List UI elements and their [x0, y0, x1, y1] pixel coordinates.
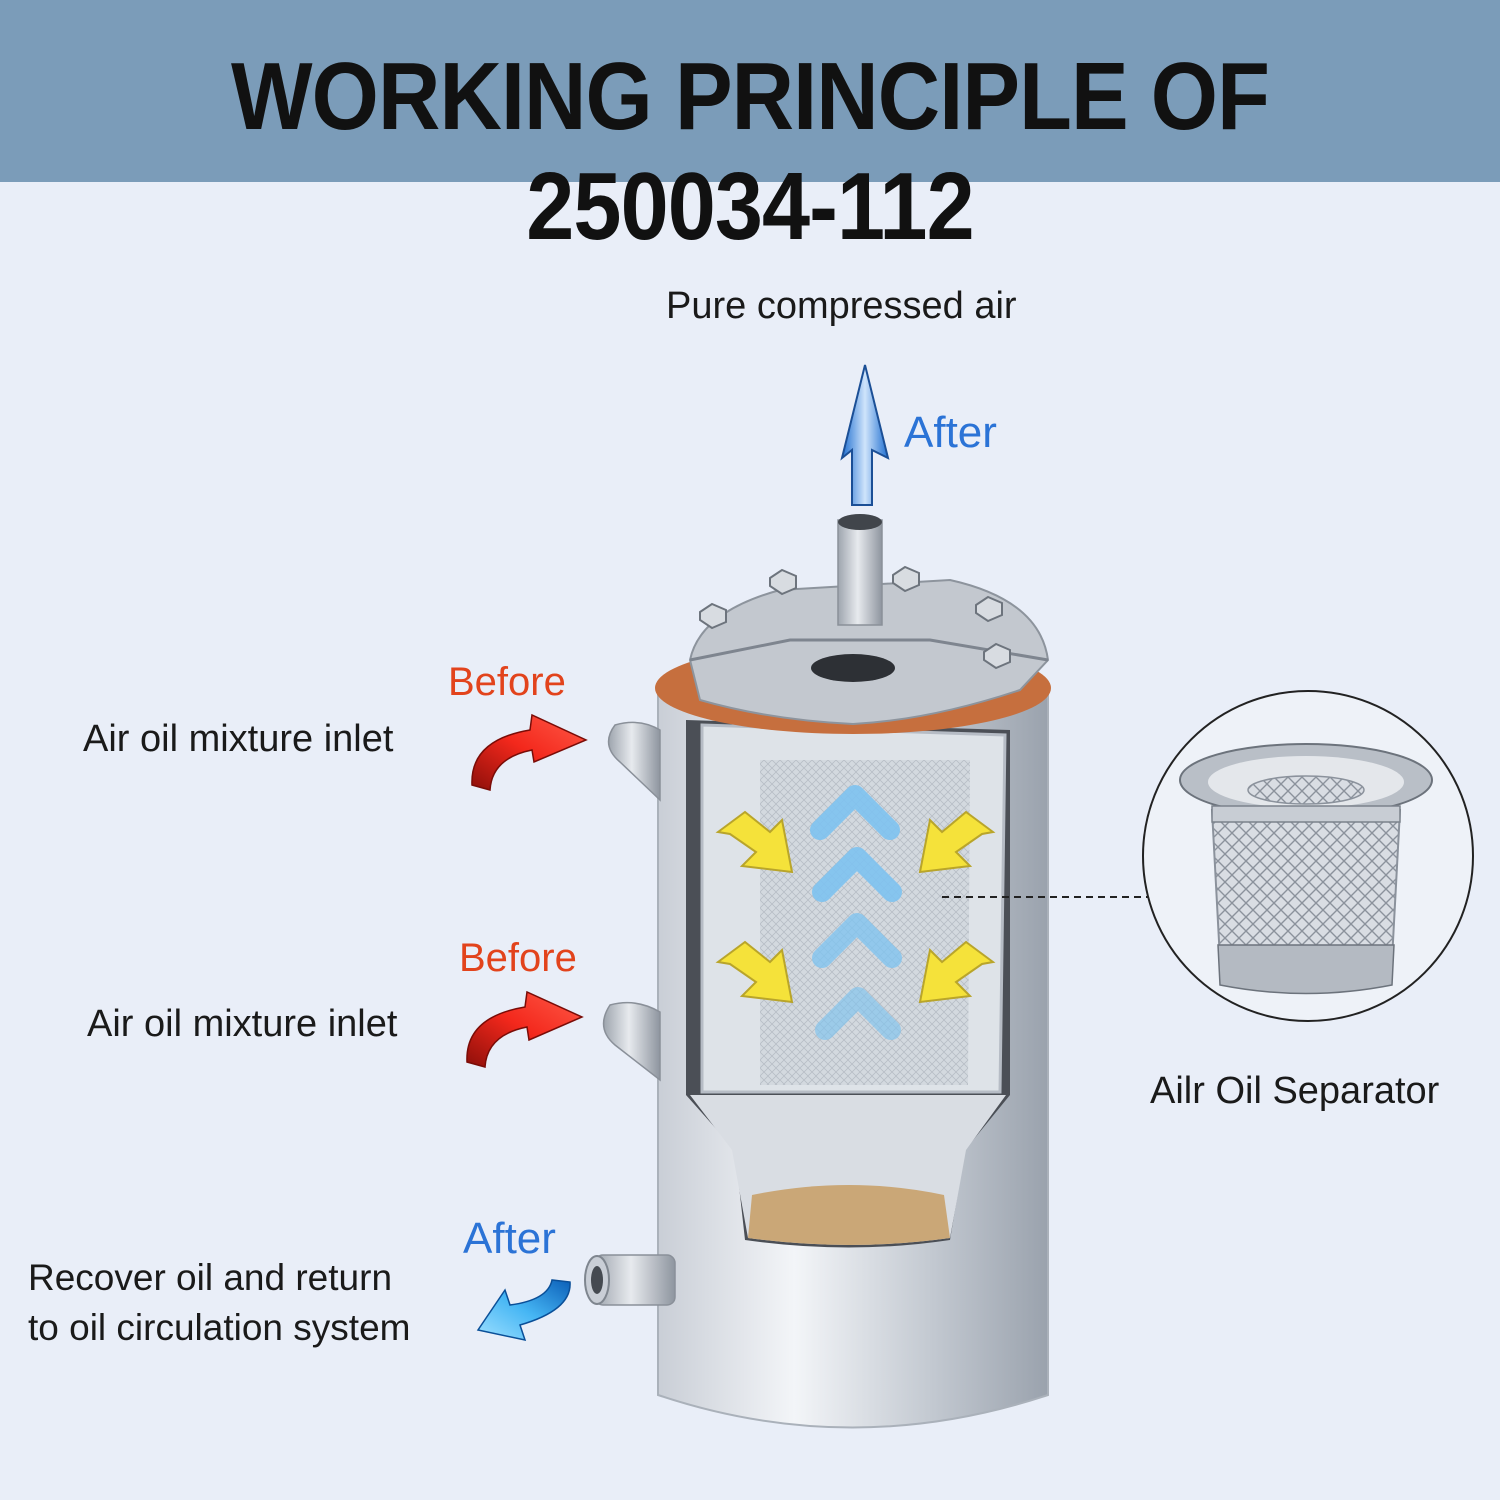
before-label-2: Before: [459, 936, 577, 980]
yellow-arrow-icon: [715, 810, 794, 874]
after-label-top: After: [904, 408, 997, 457]
oil-return-pipe: [584, 1254, 676, 1306]
chevron-up-icon: [815, 987, 901, 1040]
filter-element: [700, 723, 1007, 1094]
title-banner: WORKING PRINCIPLE OF 250034-112: [0, 0, 1500, 260]
up-arrow-icon: [840, 364, 890, 506]
before-label-1: Before: [448, 660, 566, 704]
oil-return-label-line1: Recover oil and return: [28, 1257, 393, 1298]
inlet-pipe-1: [607, 721, 661, 802]
bolt-icon: [699, 565, 1011, 670]
curved-red-arrow-icon: [471, 713, 588, 791]
pure-air-label: Pure compressed air: [666, 285, 1017, 327]
yellow-arrows: [715, 810, 996, 1004]
page-title: WORKING PRINCIPLE OF 250034-112: [230, 43, 1270, 260]
tank-lid: [655, 514, 1051, 734]
chevron-up-icon: [812, 847, 902, 902]
chevron-up-icon: [810, 785, 900, 840]
inlet-label-1: Air oil mixture inlet: [83, 718, 394, 760]
yellow-arrow-icon: [918, 940, 996, 1004]
yellow-arrow-icon: [715, 940, 794, 1004]
inlet-label-2: Air oil mixture inlet: [87, 1003, 398, 1045]
yellow-arrow-icon: [918, 810, 996, 874]
air-flow-chevrons: [810, 785, 902, 1040]
inlet-pipe-2: [602, 1001, 661, 1082]
chevron-up-icon: [812, 913, 902, 968]
oil-return-label-line2: to oil circulation system: [28, 1307, 411, 1348]
separator-label: Ailr Oil Separator: [1150, 1070, 1440, 1112]
after-label-bottom: After: [463, 1214, 556, 1263]
separator-closeup: [1142, 690, 1474, 1022]
curved-red-arrow-icon: [466, 990, 584, 1068]
curved-blue-arrow-icon: [476, 1279, 571, 1342]
